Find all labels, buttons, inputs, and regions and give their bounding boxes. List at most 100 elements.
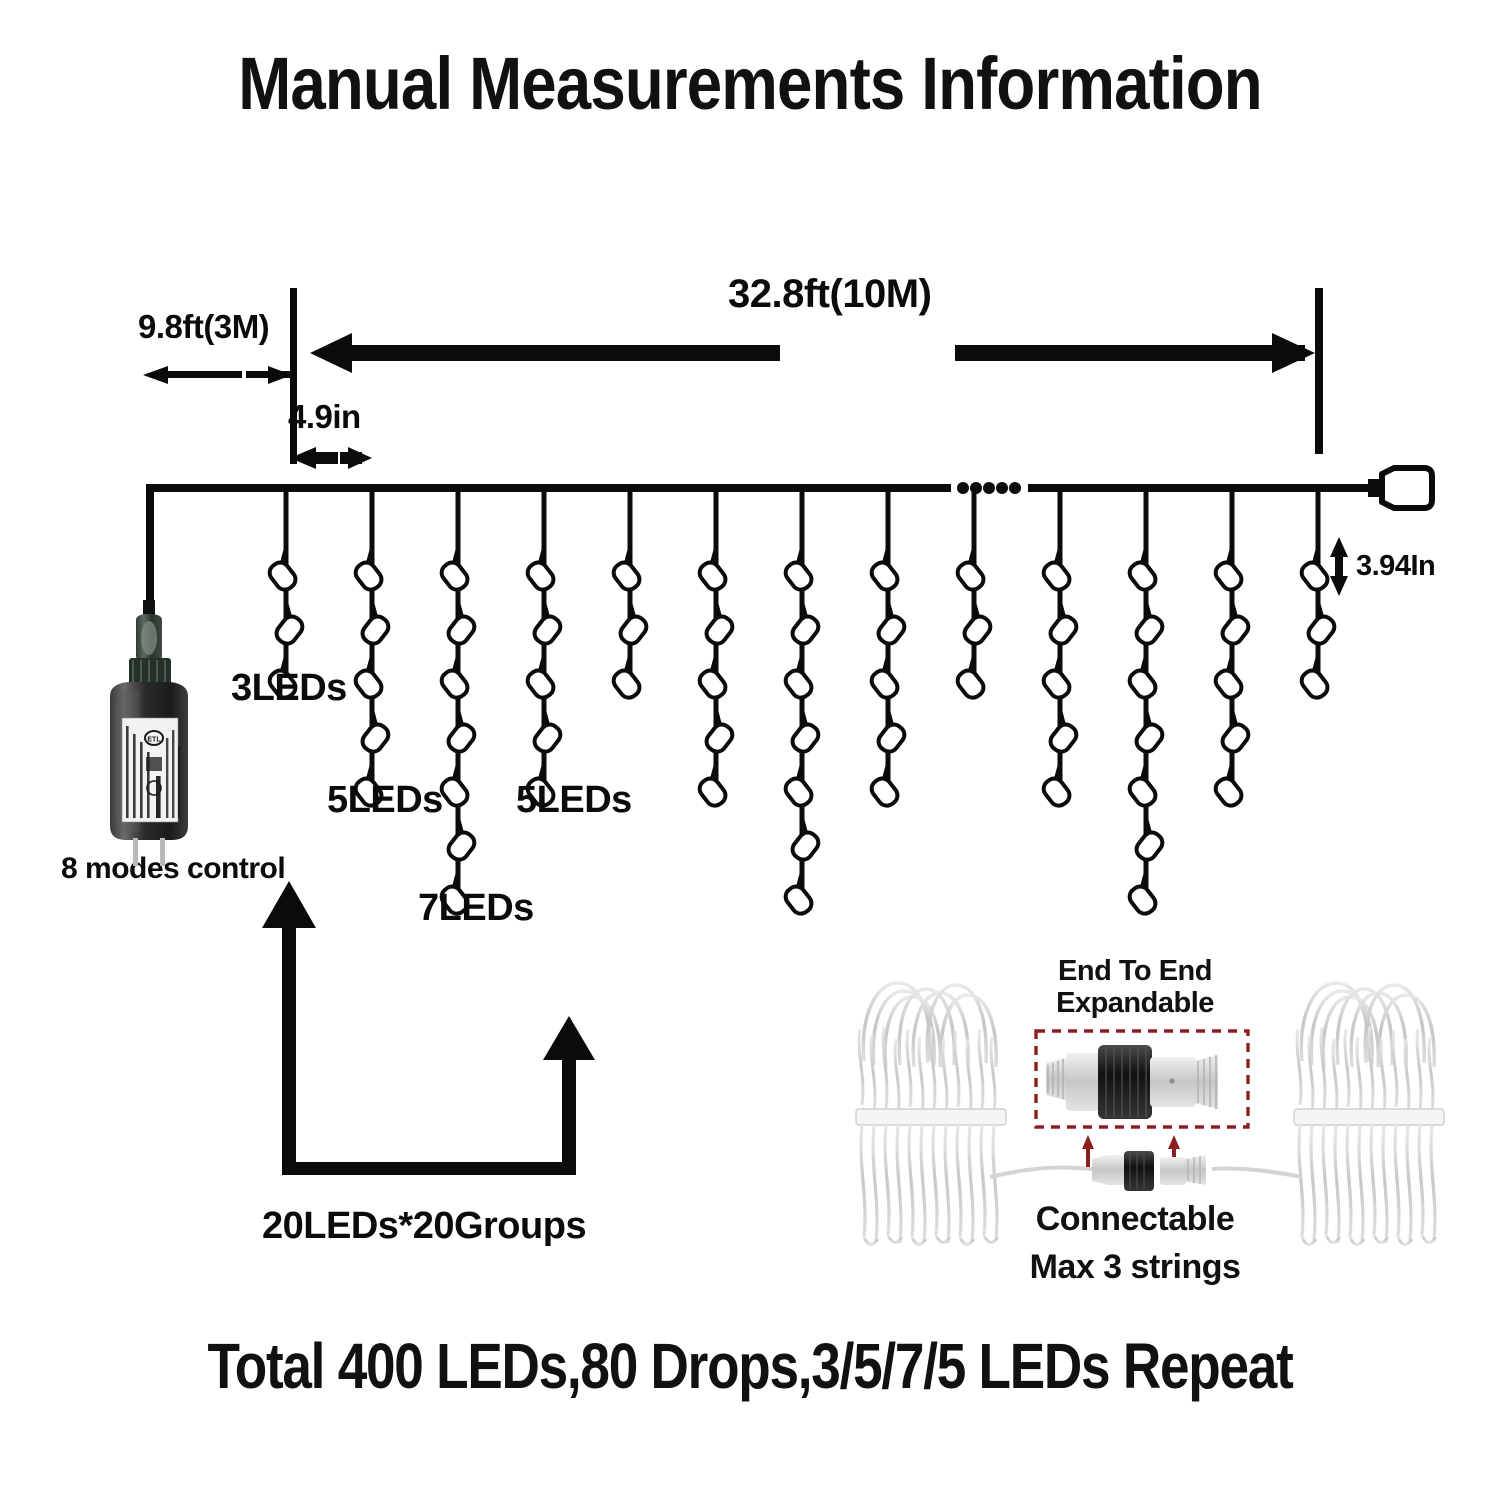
led-bulb-icon bbox=[783, 547, 814, 592]
led-bulb-icon bbox=[1127, 871, 1158, 916]
main-wire-right-segment bbox=[1028, 484, 1368, 492]
zoom-callout-box bbox=[1034, 1029, 1250, 1129]
led-bulb-icon bbox=[353, 547, 384, 592]
led-bulb-icon bbox=[525, 763, 556, 808]
reference-bar-right bbox=[1315, 288, 1323, 454]
led-bulb-icon bbox=[525, 547, 556, 592]
led-bulb-icon bbox=[783, 763, 814, 808]
led-bulb-icon bbox=[618, 601, 649, 646]
led-bulb-icon bbox=[1041, 547, 1072, 592]
led-bulb-icon bbox=[1127, 655, 1158, 700]
adapter-spec-label: ETL bbox=[121, 717, 181, 823]
icicle-drop-group bbox=[267, 488, 1337, 916]
adapter-prong-right bbox=[160, 838, 165, 866]
groups-label: 20LEDs*20Groups bbox=[262, 1205, 587, 1247]
led-bulb-icon bbox=[697, 763, 728, 808]
power-adapter-illustration: ETL bbox=[110, 600, 188, 866]
connector-pair-actual bbox=[1092, 1151, 1206, 1191]
led-bulb-icon bbox=[1134, 601, 1165, 646]
led-bulb-icon bbox=[446, 601, 477, 646]
drop-spacing-label: 4.9in bbox=[288, 398, 361, 435]
led-bulb-icon bbox=[1134, 817, 1165, 862]
led-bulb-icon bbox=[697, 655, 728, 700]
led-bulb-icon bbox=[704, 601, 735, 646]
continuation-ellipsis bbox=[957, 482, 1021, 494]
main-wire-left-segment bbox=[146, 484, 951, 492]
adapter-prong-left bbox=[133, 838, 138, 866]
led-bulb-icon bbox=[274, 601, 305, 646]
lead-wire-dimension-label: 9.8ft(3M) bbox=[138, 308, 270, 345]
led-bulb-icon bbox=[783, 871, 814, 916]
led-bulb-icon bbox=[532, 709, 563, 754]
led-bulb-icon bbox=[446, 817, 477, 862]
end-to-end-label-line1: End To End bbox=[1058, 955, 1212, 987]
drop-label-5-leds-a: 5LEDs bbox=[327, 779, 443, 821]
led-bulb-icon bbox=[955, 655, 986, 700]
string-light-schematic bbox=[143, 288, 1435, 1175]
led-bulb-icon bbox=[1041, 655, 1072, 700]
led-bulb-icon bbox=[869, 547, 900, 592]
max-strings-label: Max 3 strings bbox=[1029, 1248, 1241, 1286]
led-bulb-icon bbox=[790, 817, 821, 862]
led-bulb-icon bbox=[267, 655, 298, 700]
light-string-bundle-right bbox=[1292, 981, 1446, 1247]
drop-label-3-leds: 3LEDs bbox=[231, 667, 347, 709]
led-bulb-icon bbox=[439, 871, 470, 916]
led-bulb-icon bbox=[611, 547, 642, 592]
end-connector-plug bbox=[1368, 465, 1435, 511]
led-bulb-icon bbox=[1048, 709, 1079, 754]
led-bulb-icon bbox=[869, 655, 900, 700]
connectable-strings-photo bbox=[854, 981, 1446, 1247]
led-bulb-icon bbox=[1299, 547, 1330, 592]
led-bulb-icon bbox=[1127, 763, 1158, 808]
led-bulb-icon bbox=[869, 763, 900, 808]
modes-control-label: 8 modes control bbox=[61, 852, 286, 885]
summary-caption: Total 400 LEDs,80 Drops,3/5/7/5 LEDs Rep… bbox=[207, 1330, 1293, 1402]
led-bulb-icon bbox=[525, 655, 556, 700]
drop-spacing-dimension-arrow bbox=[290, 447, 372, 469]
led-bulb-icon bbox=[1127, 547, 1158, 592]
led-bulb-icon bbox=[1213, 655, 1244, 700]
led-bulb-icon bbox=[1041, 763, 1072, 808]
led-bulb-icon bbox=[790, 601, 821, 646]
span-dimension-label: 32.8ft(10M) bbox=[728, 272, 932, 316]
connecting-cable-right bbox=[1211, 1166, 1303, 1179]
led-bulb-icon bbox=[532, 601, 563, 646]
led-bulb-icon bbox=[611, 655, 642, 700]
led-bulb-icon bbox=[962, 601, 993, 646]
led-bulb-icon bbox=[704, 709, 735, 754]
led-bulb-icon bbox=[1213, 763, 1244, 808]
led-bulb-icon bbox=[446, 709, 477, 754]
span-dimension-arrow bbox=[310, 333, 1315, 373]
led-bulb-icon bbox=[353, 763, 384, 808]
led-bulb-icon bbox=[1213, 547, 1244, 592]
led-bulb-icon bbox=[783, 655, 814, 700]
lead-wire-dimension-arrow bbox=[143, 366, 292, 384]
led-bulb-icon bbox=[1048, 601, 1079, 646]
reference-bar-left bbox=[290, 288, 297, 464]
led-spacing-dimension-arrow bbox=[1330, 537, 1348, 596]
led-bulb-icon bbox=[267, 547, 298, 592]
groups-bracket-arrow bbox=[262, 881, 595, 1175]
led-bulb-icon bbox=[360, 601, 391, 646]
light-string-bundle-left bbox=[854, 981, 1008, 1247]
connectable-label: Connectable bbox=[1035, 1200, 1235, 1238]
led-bulb-icon bbox=[790, 709, 821, 754]
drop-label-5-leds-b: 5LEDs bbox=[516, 779, 632, 821]
led-bulb-icon bbox=[697, 547, 728, 592]
end-to-end-label-line2: Expandable bbox=[1056, 987, 1214, 1019]
led-bulb-icon bbox=[353, 655, 384, 700]
connector-detail-enlarged bbox=[1046, 1045, 1218, 1119]
led-bulb-icon bbox=[439, 547, 470, 592]
led-bulb-icon bbox=[1299, 655, 1330, 700]
page-title: Manual Measurements Information bbox=[238, 42, 1262, 125]
led-bulb-icon bbox=[955, 547, 986, 592]
led-bulb-icon bbox=[876, 601, 907, 646]
led-bulb-icon bbox=[1220, 709, 1251, 754]
led-bulb-icon bbox=[1220, 601, 1251, 646]
led-bulb-icon bbox=[1306, 601, 1337, 646]
drop-label-7-leds: 7LEDs bbox=[418, 887, 534, 929]
led-bulb-icon bbox=[360, 709, 391, 754]
led-bulb-icon bbox=[439, 655, 470, 700]
